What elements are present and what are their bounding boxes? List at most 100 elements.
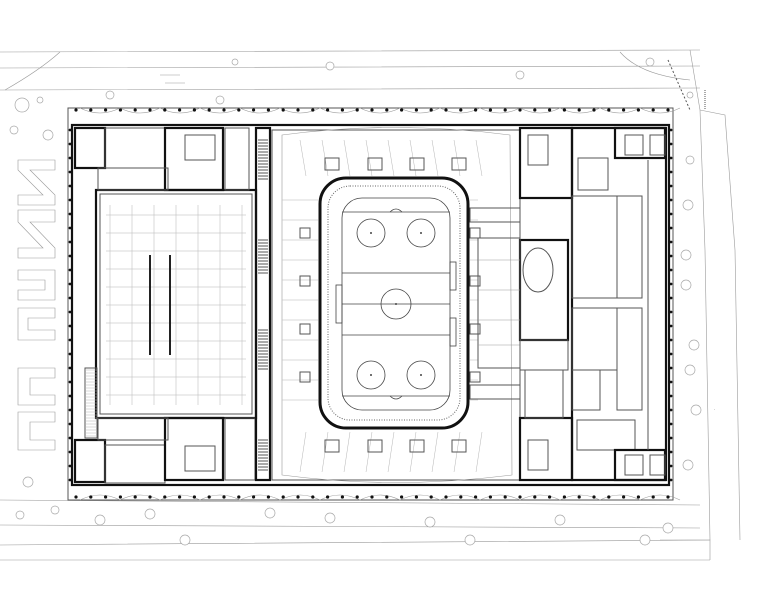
seat-block <box>324 157 340 171</box>
seat-row <box>387 139 395 177</box>
building-outline <box>67 107 681 501</box>
column <box>503 495 507 499</box>
column <box>68 478 72 482</box>
column <box>669 282 673 286</box>
column <box>518 495 522 499</box>
column <box>400 108 404 112</box>
column <box>252 108 256 112</box>
column <box>429 495 433 499</box>
column <box>370 108 374 112</box>
column <box>68 324 72 328</box>
column <box>281 108 285 112</box>
column <box>68 408 72 412</box>
column <box>68 352 72 356</box>
column <box>104 108 108 112</box>
column <box>474 495 478 499</box>
column <box>118 495 122 499</box>
seat-block <box>451 439 467 453</box>
column <box>296 108 300 112</box>
column <box>669 254 673 258</box>
column <box>548 495 552 499</box>
seat-block <box>469 275 481 287</box>
seat-row <box>431 431 439 473</box>
column <box>636 495 641 499</box>
column <box>68 296 72 300</box>
column <box>669 478 673 482</box>
column <box>651 108 655 112</box>
column <box>548 108 552 112</box>
column <box>503 108 507 112</box>
column <box>607 108 611 112</box>
column <box>178 495 182 499</box>
column <box>118 108 122 112</box>
column <box>444 108 448 112</box>
column <box>669 408 673 412</box>
seat-row <box>299 431 307 473</box>
column <box>68 310 72 314</box>
column <box>68 450 72 454</box>
column <box>192 108 196 112</box>
site-lettering <box>17 159 56 451</box>
column <box>207 108 211 112</box>
column <box>311 108 315 112</box>
column <box>68 156 72 160</box>
column <box>266 495 270 499</box>
column <box>577 108 581 112</box>
east-service-wing <box>469 126 668 482</box>
seat-block <box>469 323 481 335</box>
column <box>562 495 567 499</box>
seat-block <box>367 439 383 453</box>
column <box>68 422 72 426</box>
column <box>669 352 673 356</box>
column <box>385 108 389 112</box>
column <box>163 495 167 499</box>
column <box>89 108 93 112</box>
trees <box>9 57 702 546</box>
column <box>326 108 330 112</box>
column <box>669 450 673 454</box>
seat-block <box>409 157 425 171</box>
column <box>68 226 72 230</box>
column <box>74 495 78 499</box>
column <box>68 380 72 384</box>
column <box>592 108 596 112</box>
column <box>459 108 463 112</box>
column <box>669 366 673 370</box>
column <box>355 108 359 112</box>
column <box>148 495 152 499</box>
column <box>414 108 418 112</box>
column <box>207 495 211 499</box>
column <box>340 495 344 499</box>
column <box>669 296 673 300</box>
column <box>355 495 359 499</box>
seat-block <box>469 227 481 239</box>
seat-row <box>475 139 483 177</box>
column <box>429 108 433 112</box>
column <box>326 495 330 499</box>
column <box>266 108 270 112</box>
column <box>562 108 567 112</box>
column <box>669 198 673 202</box>
column <box>68 142 72 146</box>
column <box>252 495 256 499</box>
column <box>669 464 673 468</box>
column <box>68 268 72 272</box>
seat-row <box>343 139 351 177</box>
column <box>669 422 673 426</box>
seat-block <box>469 371 481 383</box>
seat-block <box>299 323 311 335</box>
column <box>414 495 418 499</box>
column <box>68 282 72 286</box>
column <box>669 394 673 398</box>
column <box>192 495 196 499</box>
column <box>68 184 72 188</box>
column <box>577 495 581 499</box>
seat-block <box>299 371 311 383</box>
column <box>68 464 72 468</box>
column <box>281 495 285 499</box>
svg-text:.: . <box>711 409 716 410</box>
column <box>222 108 226 112</box>
column <box>68 338 72 342</box>
seat-block <box>324 439 340 453</box>
